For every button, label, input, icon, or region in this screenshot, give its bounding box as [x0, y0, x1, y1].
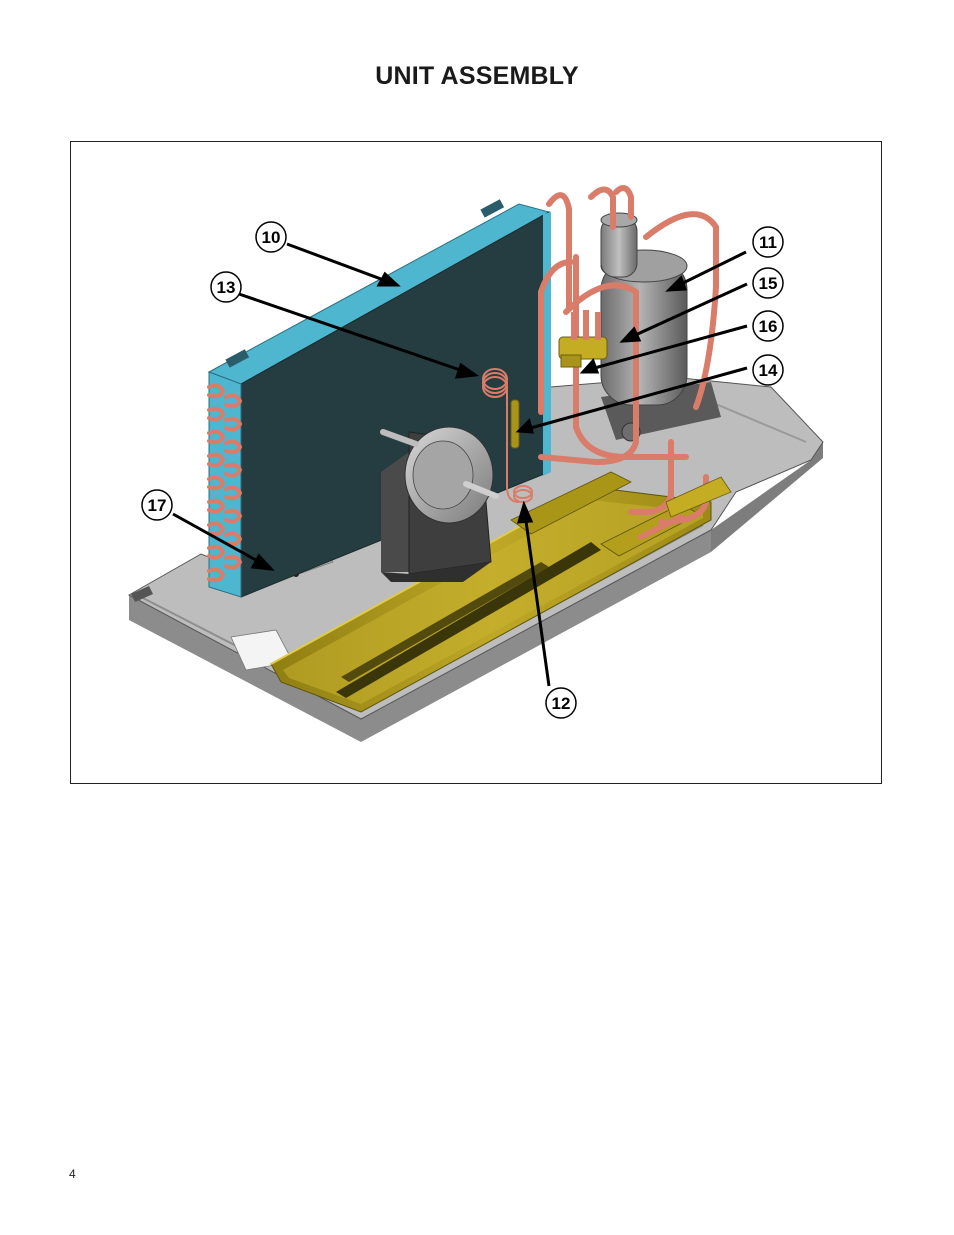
unit-assembly-illustration: 10 13 11 15 16 14 17 12 — [71, 142, 883, 785]
filter-drier — [511, 400, 519, 448]
callout-12-label: 12 — [552, 694, 571, 713]
assembly-figure: 10 13 11 15 16 14 17 12 — [70, 141, 882, 784]
reversing-valve — [559, 310, 607, 367]
callout-11: 11 — [753, 227, 783, 257]
page-title: UNIT ASSEMBLY — [0, 62, 954, 91]
callout-15-label: 15 — [759, 274, 778, 293]
callout-10: 10 — [256, 222, 286, 252]
callout-14-label: 14 — [759, 361, 778, 380]
callout-15: 15 — [753, 268, 783, 298]
callout-11-label: 11 — [759, 233, 777, 252]
callout-12: 12 — [546, 688, 576, 718]
callout-16-label: 16 — [759, 317, 778, 336]
callout-13: 13 — [211, 272, 241, 302]
callout-10-label: 10 — [262, 228, 281, 247]
callout-13-label: 13 — [217, 278, 236, 297]
page-number: 4 — [69, 1167, 76, 1181]
callout-16: 16 — [753, 311, 783, 341]
callout-14: 14 — [753, 355, 783, 385]
compressor — [601, 213, 721, 441]
callout-17: 17 — [142, 490, 172, 520]
callout-17-label: 17 — [148, 496, 167, 515]
